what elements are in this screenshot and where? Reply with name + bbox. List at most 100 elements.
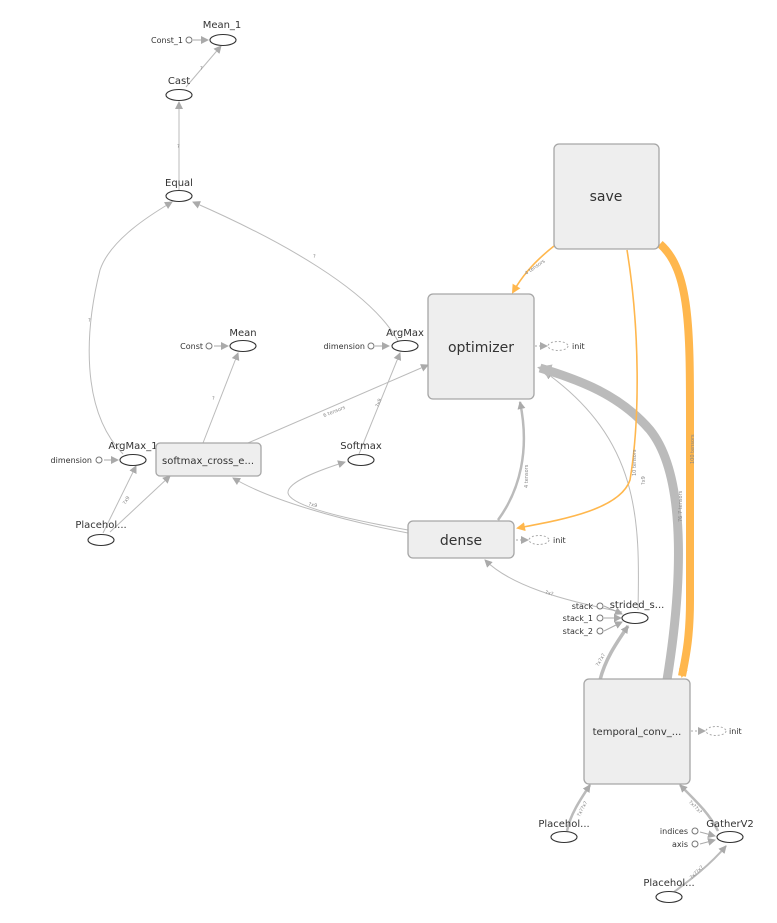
edge-label-strided-optimizer: ?x9 xyxy=(641,476,647,485)
edge-softmax-argmax xyxy=(358,352,402,455)
node-mean-1-label: Mean_1 xyxy=(203,20,242,31)
edge-label-save-optimizer: 4 tensors xyxy=(524,258,547,277)
edge-stack2-strided xyxy=(603,621,623,632)
node-argmax-1[interactable]: ArgMax_1 xyxy=(108,441,158,467)
node-placeholder-mid-label: Placehol... xyxy=(538,819,589,830)
node-temporal-init-label: init xyxy=(729,727,742,736)
node-gatherv2-label: GatherV2 xyxy=(706,819,754,830)
node-dense-init[interactable]: init xyxy=(528,535,566,546)
edge-save-temporal xyxy=(657,240,694,678)
edge-axis-gather xyxy=(699,837,716,846)
edge-softmaxcross-optimizer xyxy=(247,364,429,444)
node-argmax-1-label: ArgMax_1 xyxy=(108,441,157,452)
node-axis[interactable]: axis xyxy=(672,840,699,849)
node-indices[interactable]: indices xyxy=(660,827,699,836)
edge-label-argmax-equal: ? xyxy=(313,254,316,260)
node-placeholder-mid[interactable]: Placehol... xyxy=(538,819,590,844)
edge-label-save-temporal: 100 tensors xyxy=(690,434,696,464)
node-argmax-label: ArgMax xyxy=(386,328,424,339)
node-gatherv2[interactable]: GatherV2 xyxy=(706,819,754,844)
node-temporal-conv[interactable]: temporal_conv_... xyxy=(583,678,691,785)
node-optimizer[interactable]: optimizer xyxy=(427,293,535,400)
edge-strided-optimizer xyxy=(544,371,639,611)
node-dense[interactable]: dense xyxy=(407,520,515,559)
node-equal-label: Equal xyxy=(165,178,193,189)
edge-label-temporal-optimizer: 76 7 tensors xyxy=(678,490,684,522)
node-const-1-label: Const_1 xyxy=(151,36,183,45)
node-softmax-cross[interactable]: softmax_cross_e... xyxy=(155,442,262,477)
edge-dense-softmax xyxy=(287,460,409,531)
node-const-1[interactable]: Const_1 xyxy=(151,36,193,45)
edge-softmaxcross-mean xyxy=(202,352,240,444)
edge-label-equal-cast: ? xyxy=(177,144,180,150)
edge-placeholder-temporal xyxy=(565,784,592,832)
node-stack-2-label: stack_2 xyxy=(563,627,593,636)
edge-dense-optimizer xyxy=(496,401,526,521)
edges xyxy=(88,36,727,893)
node-stack[interactable]: stack xyxy=(572,602,604,611)
edge-label-dense-softmaxcross: ?x9 xyxy=(308,502,318,510)
node-const-label: Const xyxy=(180,342,203,351)
node-indices-label: indices xyxy=(660,827,688,836)
edge-label-argmax1-equal: ? xyxy=(88,318,91,324)
node-argmax-dimension[interactable]: dimension xyxy=(324,342,375,351)
node-strided-slice-label: strided_s... xyxy=(610,600,665,611)
node-softmax-cross-label: softmax_cross_e... xyxy=(162,456,254,467)
edge-stack-strided xyxy=(603,605,623,615)
node-save[interactable]: save xyxy=(553,143,660,250)
node-argmax-1-dimension-label: dimension xyxy=(51,456,92,465)
edge-argmax1-equal xyxy=(88,201,173,455)
edge-label-cast-mean: ? xyxy=(200,66,203,72)
node-save-label: save xyxy=(590,189,623,205)
edge-placeholder-gather xyxy=(673,845,727,893)
node-temporal-init[interactable]: init xyxy=(705,726,742,737)
node-cast-label: Cast xyxy=(168,76,190,87)
node-temporal-conv-label: temporal_conv_... xyxy=(593,727,682,738)
node-dense-label: dense xyxy=(440,533,482,549)
edge-placeholder-argmax1 xyxy=(102,465,137,534)
edge-gather-temporal xyxy=(679,784,720,832)
node-optimizer-init-label: init xyxy=(572,342,585,351)
edge-dense-softmaxcross xyxy=(232,477,409,534)
edge-save-optimizer xyxy=(511,245,555,294)
edge-save-dense xyxy=(516,249,638,532)
edge-label-placeholder-argmax: ?x9 xyxy=(122,495,132,506)
node-cast[interactable]: Cast xyxy=(165,76,193,102)
node-stack-label: stack xyxy=(572,602,594,611)
edge-label-softmaxcross-mean: ? xyxy=(212,396,215,402)
node-argmax-dimension-label: dimension xyxy=(324,342,365,351)
node-axis-label: axis xyxy=(672,840,688,849)
node-mean[interactable]: Mean xyxy=(229,328,257,353)
edge-label-softmaxcross-optimizer: 6 tensors xyxy=(322,405,346,419)
edge-temporal-strided xyxy=(598,625,630,681)
node-stack-1-label: stack_1 xyxy=(563,614,593,623)
edge-label-strided-dense: ?x? xyxy=(544,590,554,598)
node-optimizer-label: optimizer xyxy=(448,340,514,356)
node-softmax[interactable]: Softmax xyxy=(340,441,382,467)
node-mean-1[interactable]: Mean_1 xyxy=(203,20,242,47)
node-strided-slice[interactable]: strided_s... xyxy=(610,600,665,625)
edge-label-dense-optimizer: 4 tensors xyxy=(524,464,530,488)
node-argmax[interactable]: ArgMax xyxy=(386,328,424,353)
edge-temporal-optimizer xyxy=(537,363,683,681)
node-mean-label: Mean xyxy=(229,328,256,339)
node-optimizer-init[interactable]: init xyxy=(547,341,585,352)
edge-argmax-equal xyxy=(192,201,399,342)
edge-cast-mean1 xyxy=(185,45,222,88)
node-placeholder-left-label: Placehol... xyxy=(75,520,126,531)
edge-indices-gather xyxy=(699,830,716,839)
node-stack-2[interactable]: stack_2 xyxy=(563,627,604,636)
edge-label-argmax-in: ?x9 xyxy=(375,398,384,408)
node-stack-1[interactable]: stack_1 xyxy=(563,614,604,623)
node-softmax-label: Softmax xyxy=(340,441,382,452)
node-argmax-1-dimension[interactable]: dimension xyxy=(51,456,103,465)
node-placeholder-bottom-label: Placehol... xyxy=(643,878,694,889)
node-equal[interactable]: Equal xyxy=(165,178,193,203)
node-placeholder-left[interactable]: Placehol... xyxy=(75,520,127,547)
edge-placeholder-softmaxcross xyxy=(109,475,171,533)
edge-label-save-dense: 10 tensors xyxy=(632,449,638,476)
node-placeholder-bottom[interactable]: Placehol... xyxy=(643,878,695,904)
node-const[interactable]: Const xyxy=(180,342,213,351)
node-dense-init-label: init xyxy=(553,536,566,545)
